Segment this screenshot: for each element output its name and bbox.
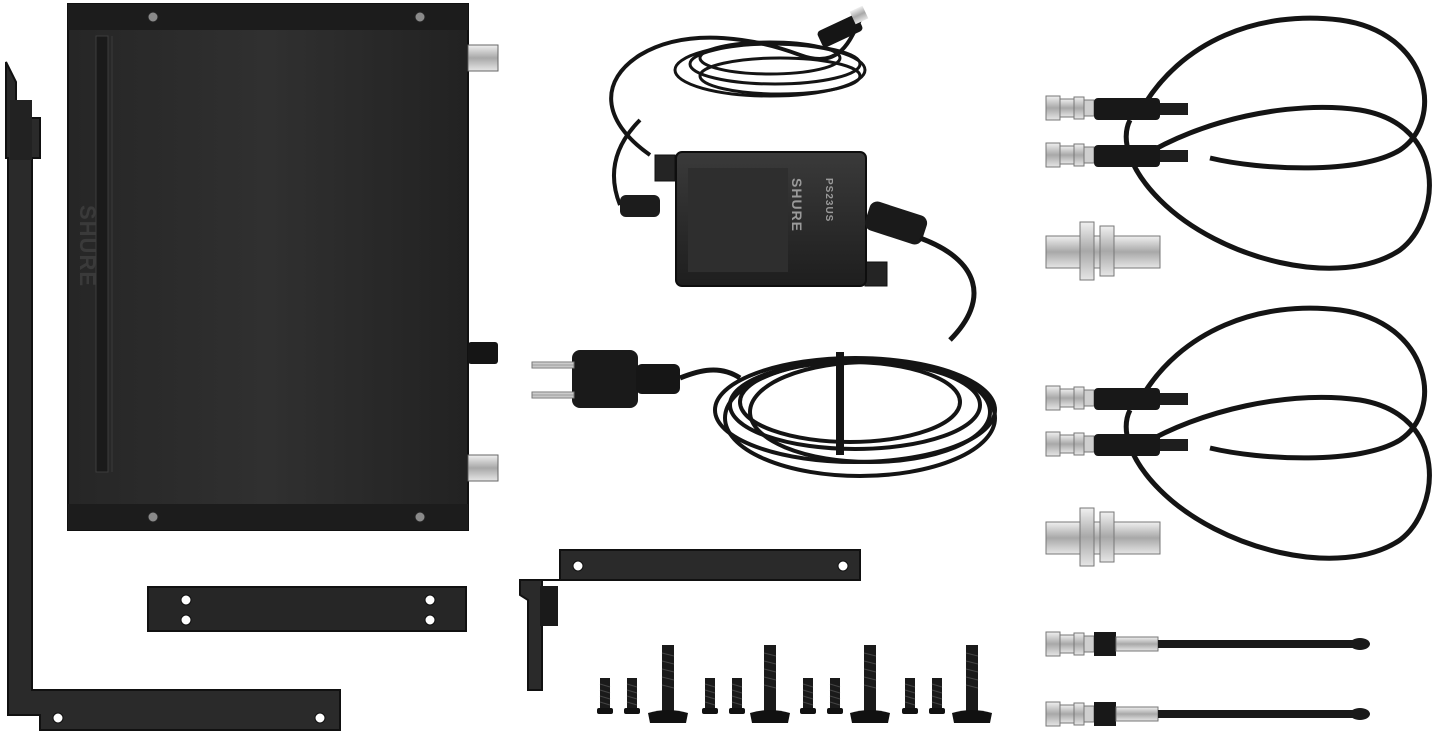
adapter-logo: SHURE xyxy=(789,178,805,232)
wireless-receiver: SHURE xyxy=(67,3,499,531)
bulkhead-adapter-1 xyxy=(1045,221,1161,281)
rack-ear-short-l-bracket xyxy=(519,549,861,691)
whip-antenna-2 xyxy=(1045,701,1370,727)
rack-joiner-plate xyxy=(147,586,467,632)
bulkhead-adapter-2 xyxy=(1045,507,1161,567)
ac-power-adapter: SHURE PS23US xyxy=(531,5,997,478)
bnc-jumper-cable-2 xyxy=(1045,305,1432,561)
adapter-model-label: PS23US xyxy=(823,178,834,222)
rack-ear-long-l-bracket xyxy=(5,61,341,731)
receiver-logo: SHURE xyxy=(75,205,100,287)
whip-antenna-1 xyxy=(1045,631,1370,657)
bnc-jumper-cable-1 xyxy=(1045,15,1432,271)
